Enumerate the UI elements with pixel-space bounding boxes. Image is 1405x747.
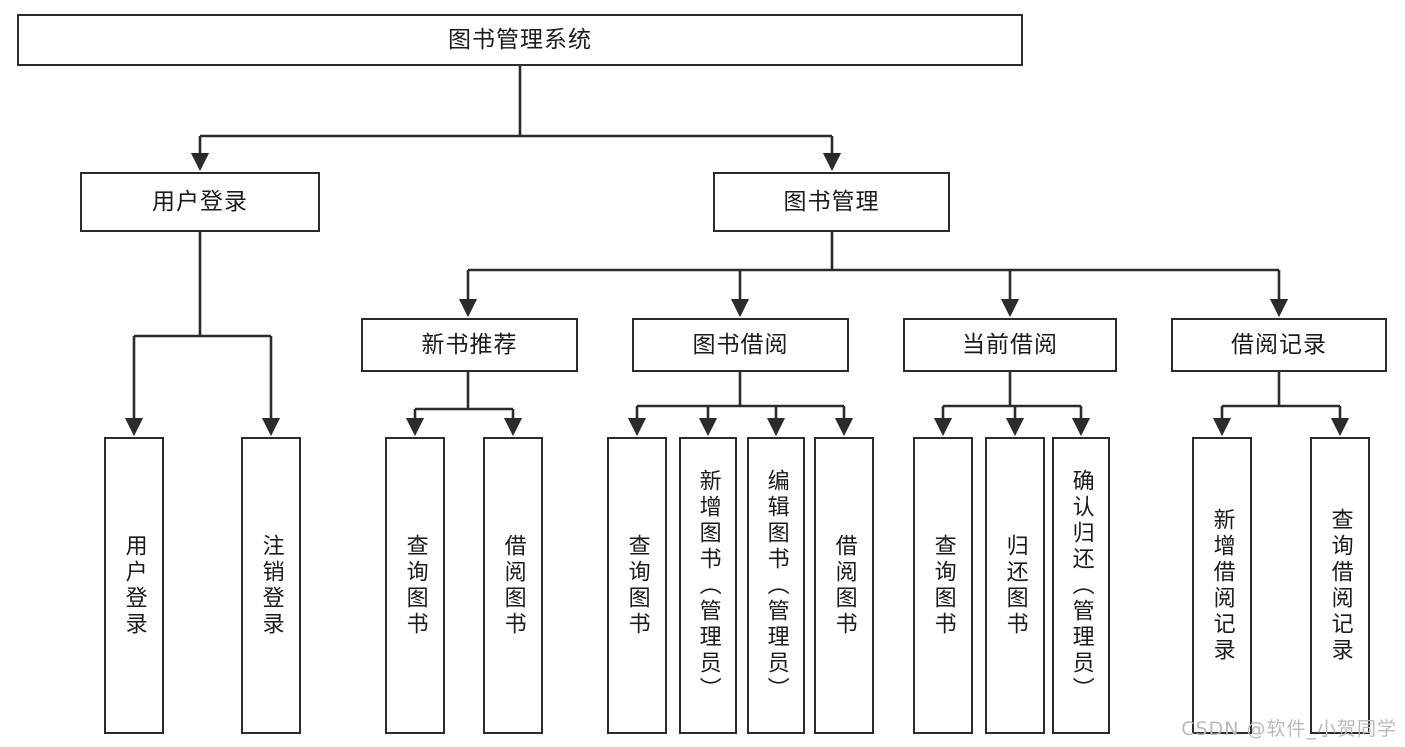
node-new-book-recommend-label: 新书推荐 [421,331,518,358]
leaf-user-logout[interactable]: 注销登录 [241,437,301,734]
leaf-query-borrow-record[interactable]: 查询借阅记录 [1310,437,1370,734]
node-borrow-records-label: 借阅记录 [1231,331,1327,358]
leaf-lend-book-label: 借阅图书 [831,533,857,638]
node-book-borrow-label: 图书借阅 [692,331,789,358]
leaf-query-book-borrow-label: 查询图书 [624,533,650,638]
leaf-query-book-borrow[interactable]: 查询图书 [607,437,667,734]
leaf-edit-book-admin[interactable]: 编辑图书（管理员） [747,437,805,734]
node-current-borrow-label: 当前借阅 [962,331,1058,358]
leaf-query-book-newbook-label: 查询图书 [402,533,428,638]
leaf-user-logout-label: 注销登录 [258,533,284,638]
leaf-confirm-return-admin[interactable]: 确认归还（管理员） [1052,437,1110,734]
node-new-book-recommend[interactable]: 新书推荐 [361,318,578,372]
node-user-login[interactable]: 用户登录 [80,172,320,232]
node-borrow-records[interactable]: 借阅记录 [1171,318,1387,372]
node-root[interactable]: 图书管理系统 [17,14,1023,66]
leaf-add-borrow-record-label: 新增借阅记录 [1209,507,1235,664]
leaf-query-borrow-record-label: 查询借阅记录 [1327,507,1353,664]
leaf-user-login-label: 用户登录 [121,533,147,638]
leaf-query-book-newbook[interactable]: 查询图书 [385,437,445,734]
leaf-query-book-current[interactable]: 查询图书 [913,437,973,734]
leaf-edit-book-admin-label: 编辑图书（管理员） [763,468,789,703]
node-book-borrow[interactable]: 图书借阅 [632,318,849,372]
node-user-login-label: 用户登录 [152,188,248,215]
leaf-lend-book[interactable]: 借阅图书 [814,437,874,734]
leaf-return-book-label: 归还图书 [1002,533,1028,638]
leaf-borrow-book-newbook[interactable]: 借阅图书 [483,437,543,734]
node-root-label: 图书管理系统 [448,26,592,53]
leaf-confirm-return-admin-label: 确认归还（管理员） [1068,468,1094,703]
leaf-user-login[interactable]: 用户登录 [104,437,164,734]
leaf-add-borrow-record[interactable]: 新增借阅记录 [1192,437,1252,734]
node-book-management-label: 图书管理 [783,188,880,215]
leaf-add-book-admin-label: 新增图书（管理员） [695,468,721,703]
watermark: CSDN @软件_小贺同学 [1181,718,1397,740]
leaf-return-book[interactable]: 归还图书 [985,437,1045,734]
node-book-management[interactable]: 图书管理 [713,172,950,232]
leaf-borrow-book-newbook-label: 借阅图书 [500,533,526,638]
leaf-add-book-admin[interactable]: 新增图书（管理员） [679,437,737,734]
leaf-query-book-current-label: 查询图书 [930,533,956,638]
node-current-borrow[interactable]: 当前借阅 [903,318,1117,372]
